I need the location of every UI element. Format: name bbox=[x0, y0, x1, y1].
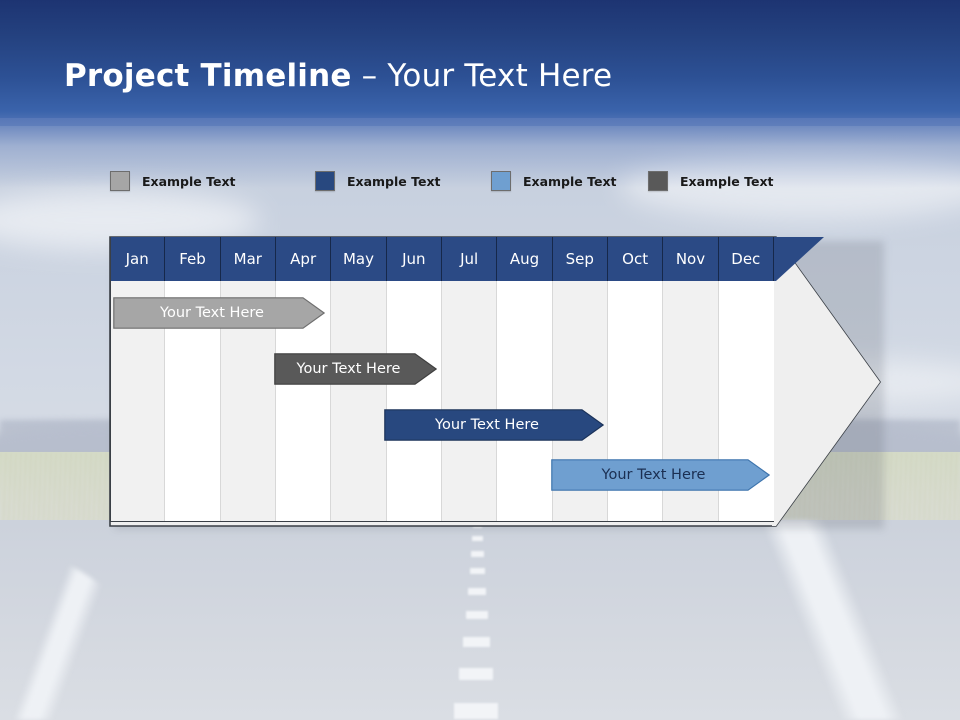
legend-label: Example Text bbox=[523, 173, 617, 189]
title-banner bbox=[0, 0, 960, 126]
gantt-column-feb bbox=[165, 237, 221, 522]
month-header-dec[interactable]: Dec bbox=[718, 237, 774, 281]
legend-item-3: Example Text bbox=[491, 171, 617, 191]
gantt-column-mar bbox=[220, 237, 276, 522]
month-header-nov[interactable]: Nov bbox=[663, 237, 719, 281]
month-header-jul[interactable]: Jul bbox=[441, 237, 498, 281]
task-bar-label: Your Text Here bbox=[435, 417, 539, 433]
gantt-column-aug bbox=[497, 237, 553, 522]
road-dash bbox=[466, 611, 488, 619]
month-header-jun[interactable]: Jun bbox=[386, 237, 442, 281]
task-bar-3[interactable]: Your Text Here bbox=[384, 409, 604, 441]
road-dash bbox=[470, 568, 485, 574]
page-title-bold: Project Timeline bbox=[64, 58, 352, 94]
month-header-oct[interactable]: Oct bbox=[607, 237, 664, 281]
task-bar-4[interactable]: Your Text Here bbox=[551, 459, 770, 491]
month-header-mar[interactable]: Mar bbox=[220, 237, 276, 281]
road-edge-right bbox=[600, 520, 960, 720]
road-dash bbox=[468, 588, 486, 595]
month-header-aug[interactable]: Aug bbox=[497, 237, 553, 281]
month-header-feb[interactable]: Feb bbox=[165, 237, 221, 281]
road-dash bbox=[463, 637, 490, 647]
task-bar-label: Your Text Here bbox=[160, 305, 264, 321]
legend-swatch-icon bbox=[648, 171, 668, 191]
task-bar-1[interactable]: Your Text Here bbox=[113, 297, 325, 329]
gantt-column-jul bbox=[441, 237, 498, 522]
legend-swatch-icon bbox=[491, 171, 511, 191]
month-header-apr[interactable]: Apr bbox=[275, 237, 332, 281]
task-bar-shape bbox=[551, 459, 770, 491]
road-dash bbox=[472, 536, 483, 541]
page-title: Project Timeline – Your Text Here bbox=[64, 58, 612, 94]
task-bar-shape bbox=[384, 409, 604, 441]
month-header-jan[interactable]: Jan bbox=[110, 237, 166, 281]
road-dash bbox=[454, 703, 498, 719]
legend-label: Example Text bbox=[142, 173, 236, 189]
month-header-may[interactable]: May bbox=[331, 237, 387, 281]
legend-item-1: Example Text bbox=[110, 171, 236, 191]
task-bar-shape bbox=[113, 297, 325, 329]
road-dash bbox=[471, 551, 484, 557]
legend-label: Example Text bbox=[347, 173, 441, 189]
task-bar-shape bbox=[274, 353, 437, 385]
legend-swatch-icon bbox=[110, 171, 130, 191]
task-bar-label: Your Text Here bbox=[601, 467, 706, 483]
road-dash bbox=[459, 668, 493, 680]
legend-item-4: Example Text bbox=[648, 171, 774, 191]
legend-swatch-icon bbox=[315, 171, 335, 191]
page-title-rest: – Your Text Here bbox=[351, 58, 613, 94]
banner-fade bbox=[0, 118, 960, 188]
legend-item-2: Example Text bbox=[315, 171, 441, 191]
legend-label: Example Text bbox=[680, 173, 774, 189]
gantt-column-jan bbox=[110, 237, 166, 522]
month-header-sep[interactable]: Sep bbox=[552, 237, 608, 281]
task-bar-label: Your Text Here bbox=[296, 361, 401, 377]
task-bar-2[interactable]: Your Text Here bbox=[274, 353, 437, 385]
